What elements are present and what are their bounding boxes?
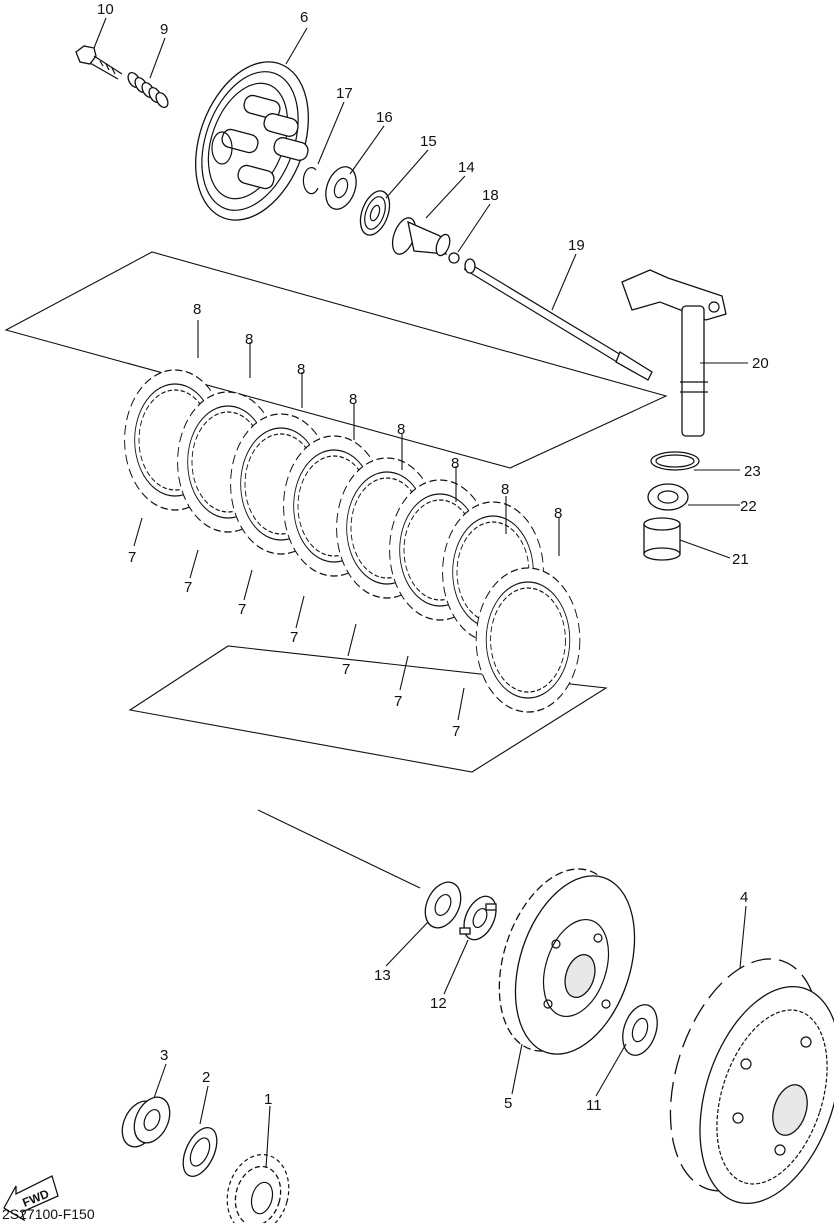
- part-gear: [226, 1153, 290, 1223]
- callout-22: 22: [740, 498, 757, 515]
- plates-frame-lower: [128, 645, 608, 773]
- callout-8-h: 8: [554, 505, 562, 522]
- callout-8-c: 8: [297, 361, 305, 378]
- callout-16: 16: [376, 109, 393, 126]
- callout-8-d: 8: [349, 391, 357, 408]
- part-washer-2: [622, 1004, 658, 1056]
- callout-6: 6: [300, 9, 308, 26]
- callout-12: 12: [430, 995, 447, 1012]
- part-bearing: [643, 517, 681, 561]
- callout-14: 14: [458, 159, 475, 176]
- part-bolt: [75, 45, 123, 80]
- callout-8-b: 8: [245, 331, 253, 348]
- part-spring: [127, 71, 169, 109]
- callout-4: 4: [740, 889, 748, 906]
- part-collar: [257, 809, 462, 929]
- part-push-lever-shaft: [621, 269, 727, 437]
- part-circlip: [302, 167, 319, 195]
- part-push-rod-2: [463, 258, 653, 381]
- part-ball: [448, 252, 460, 264]
- callout-7-a: 7: [128, 549, 136, 566]
- part-thrust-bearing: [359, 190, 391, 236]
- callout-18: 18: [482, 187, 499, 204]
- callout-8-e: 8: [397, 421, 405, 438]
- callout-11: 11: [586, 1097, 602, 1114]
- callout-2: 2: [202, 1069, 210, 1086]
- callout-7-c: 7: [238, 601, 246, 618]
- callout-9: 9: [160, 21, 168, 38]
- part-washer: [325, 166, 357, 210]
- callout-20: 20: [752, 355, 769, 372]
- callout-1: 1: [264, 1091, 272, 1108]
- callout-23: 23: [744, 463, 761, 480]
- callout-17: 17: [336, 85, 353, 102]
- callout-15: 15: [420, 133, 437, 150]
- callout-8-a: 8: [193, 301, 201, 318]
- plates-frame: [4, 251, 668, 469]
- callout-5: 5: [504, 1095, 512, 1112]
- callout-10: 10: [97, 1, 114, 18]
- callout-21: 21: [732, 551, 749, 568]
- callout-7-f: 7: [394, 693, 402, 710]
- callout-7-g: 7: [452, 723, 460, 740]
- callout-13: 13: [374, 967, 391, 984]
- callout-7-b: 7: [184, 579, 192, 596]
- part-oil-seal: [647, 483, 689, 511]
- part-circlip-2: [650, 451, 700, 471]
- part-clutch-boss: [498, 868, 636, 1055]
- part-nut: [121, 1096, 171, 1148]
- part-lock-washer: [459, 895, 497, 941]
- part-clutch-housing: [669, 958, 834, 1204]
- callout-19: 19: [568, 237, 585, 254]
- callout-8-f: 8: [451, 455, 459, 472]
- clutch-plate-stack: [124, 369, 581, 713]
- callout-3: 3: [160, 1047, 168, 1064]
- callout-8-g: 8: [501, 481, 509, 498]
- callouts: 10 9 6 17 16 15 14 18 19 20 23 22 21 8 8…: [97, 1, 769, 1114]
- callout-7-e: 7: [342, 661, 350, 678]
- diagram-code: 2S27100-F150: [2, 1206, 95, 1222]
- part-pressure-plate: [195, 61, 309, 221]
- leader-lines: [93, 17, 748, 1169]
- part-push-rod-1: [391, 217, 451, 257]
- part-washer-3: [182, 1127, 218, 1177]
- callout-7-d: 7: [290, 629, 298, 646]
